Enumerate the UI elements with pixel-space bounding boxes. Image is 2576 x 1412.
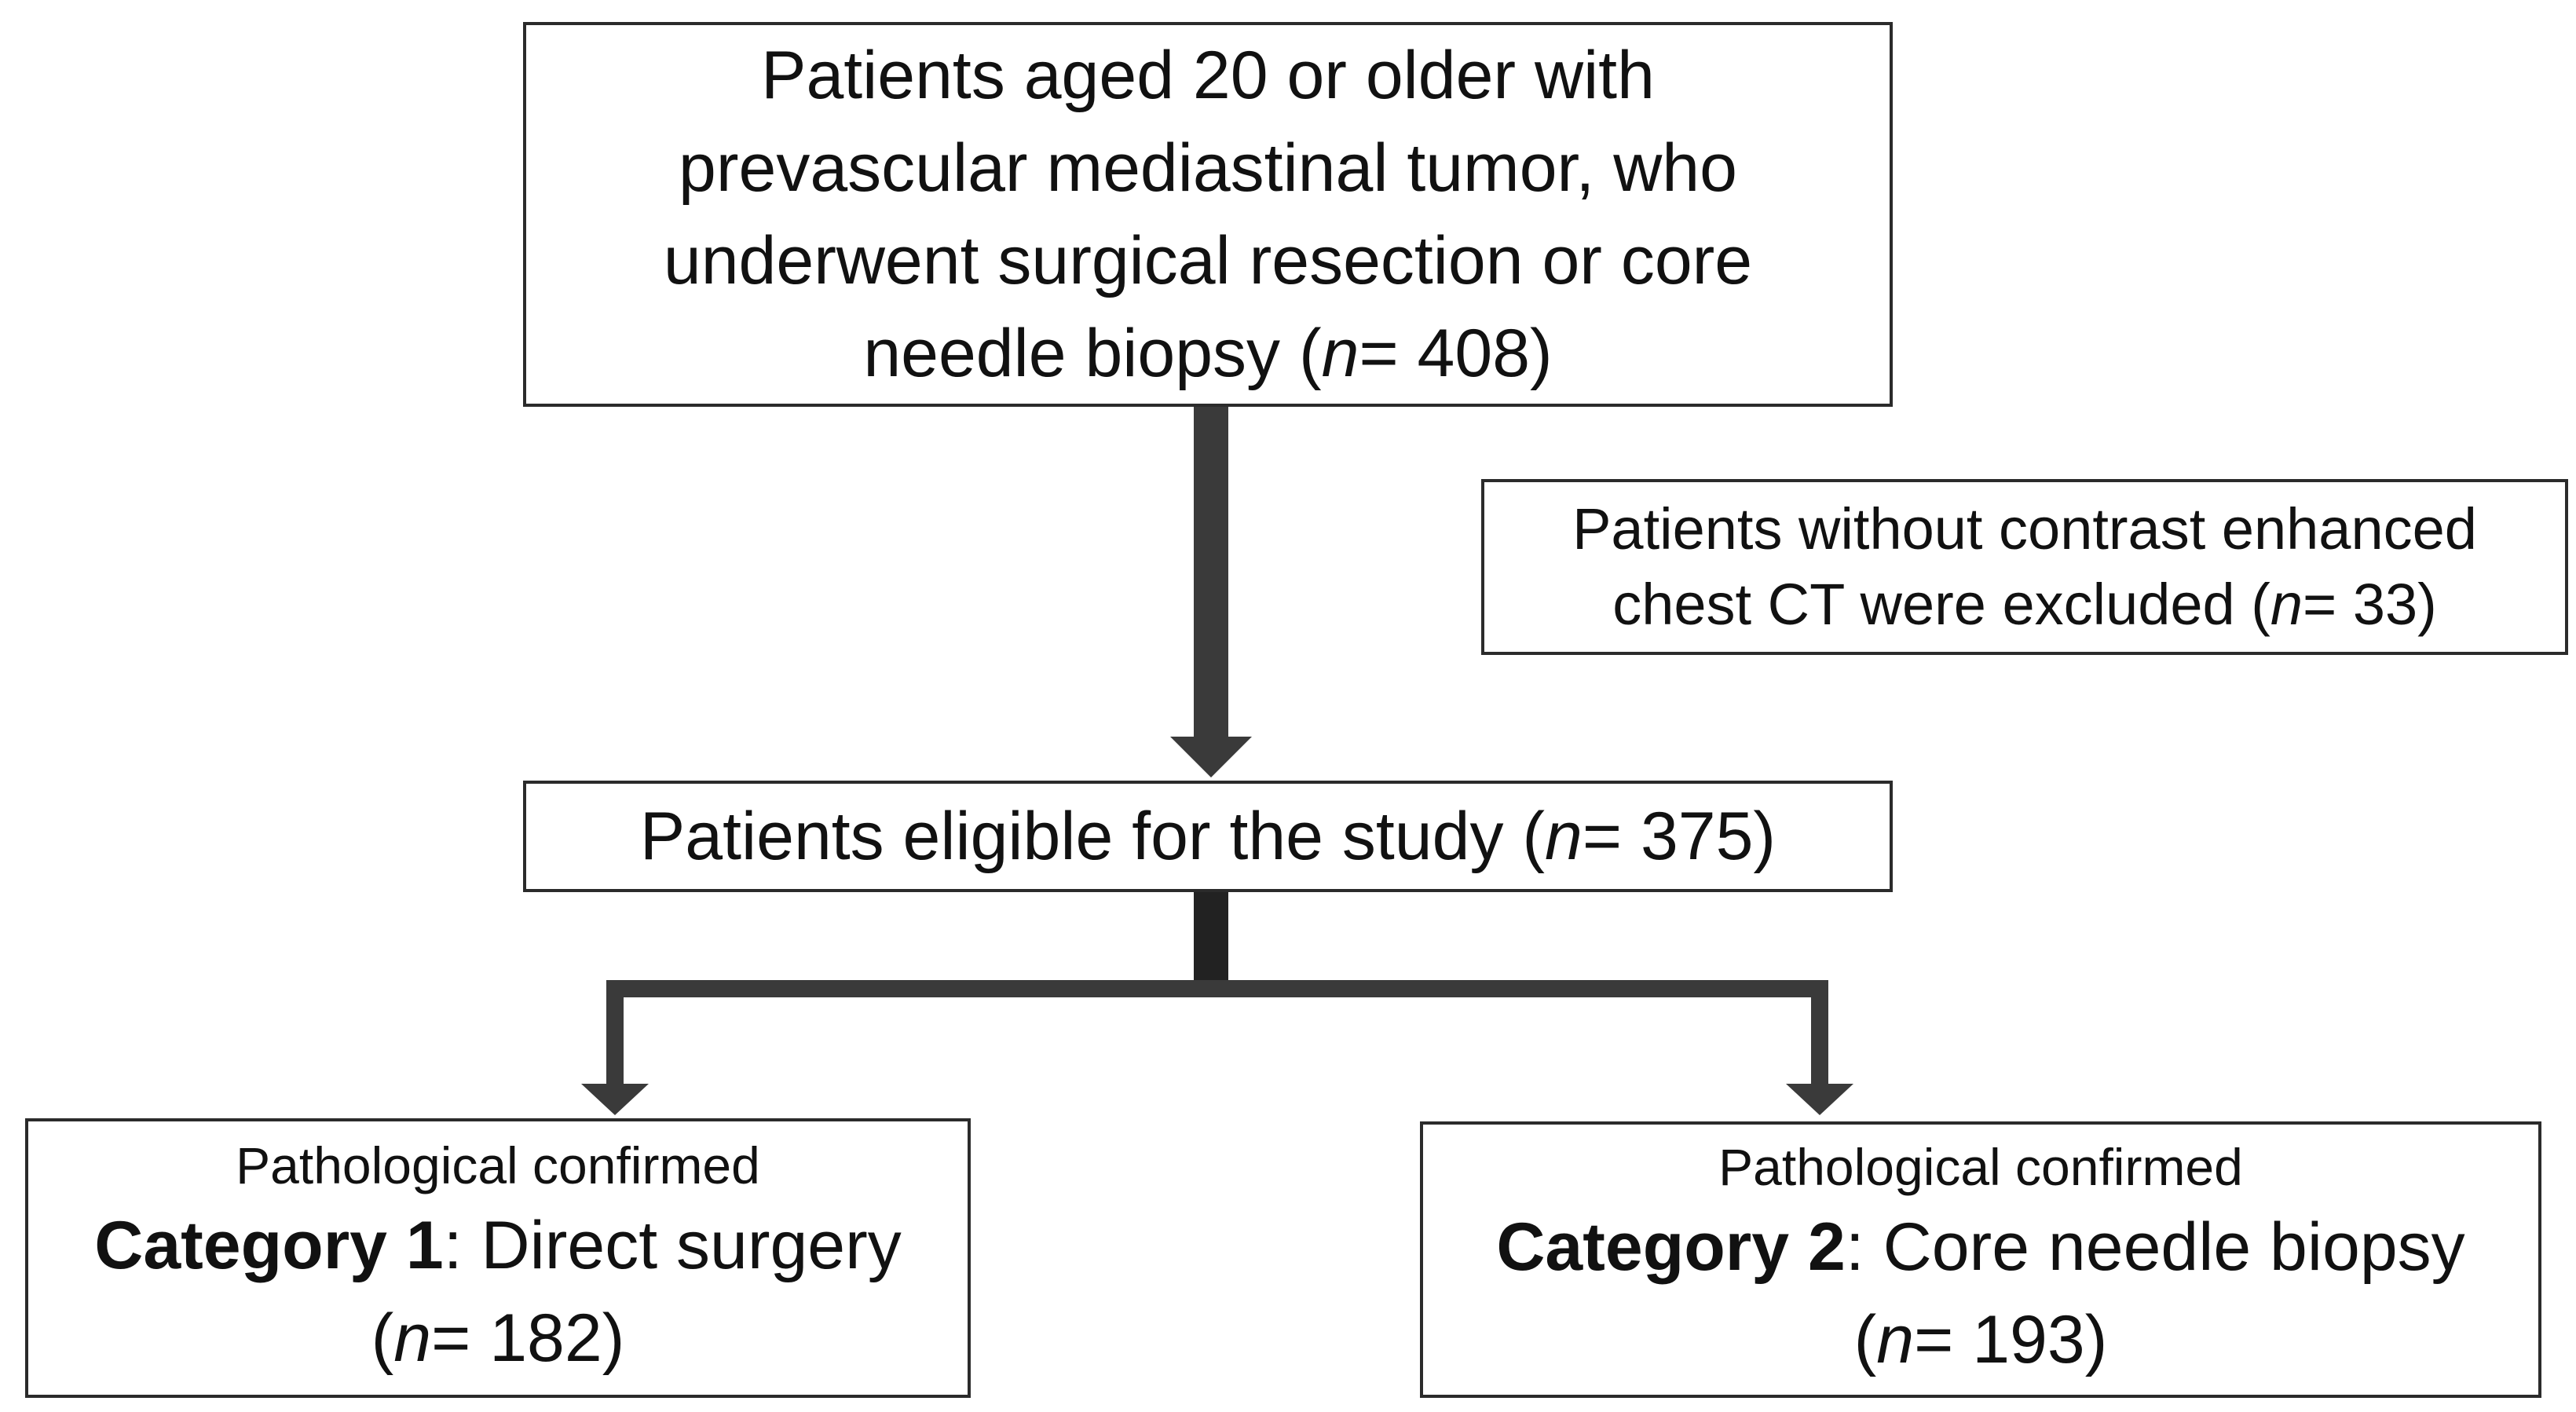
eligible-box-suffix: = 375)	[1582, 799, 1776, 874]
category-2-count-suffix: = 193)	[1914, 1302, 2108, 1377]
eligible-box: Patients eligible for the study (n= 375)	[523, 781, 1893, 892]
category-1-title: Category 1: Direct surgery	[94, 1199, 902, 1292]
excluded-box-line-2-suffix: = 33)	[2303, 572, 2437, 637]
category-1-box: Pathological confirmed Category 1: Direc…	[25, 1118, 971, 1398]
left-branch-shaft	[606, 980, 624, 1084]
category-2-box: Pathological confirmed Category 2: Core …	[1420, 1121, 2541, 1398]
category-2-title: Category 2: Core needle biopsy	[1496, 1201, 2464, 1293]
category-1-label: Category 1	[94, 1208, 444, 1283]
top-box-n-symbol: n	[1321, 316, 1359, 391]
top-box-line-3: underwent surgical resection or core	[663, 223, 1753, 298]
category-1-count-open: (	[371, 1300, 394, 1376]
top-box-line-1: Patients aged 20 or older with	[761, 38, 1655, 113]
eligible-box-text: Patients eligible for the study (n= 375)	[640, 790, 1776, 883]
excluded-box-line-2-prefix: chest CT were excluded (	[1612, 572, 2270, 637]
main-arrow-head	[1170, 737, 1252, 777]
category-1-count-suffix: = 182)	[431, 1300, 625, 1376]
top-box-line-4-prefix: needle biopsy (	[863, 316, 1322, 391]
category-1-subtitle: Pathological confirmed	[236, 1136, 760, 1194]
excluded-box: Patients without contrast enhanced chest…	[1481, 479, 2568, 655]
category-1-description: : Direct surgery	[443, 1208, 902, 1283]
category-1-n-symbol: n	[393, 1300, 432, 1376]
category-1-count: (n= 182)	[371, 1292, 625, 1385]
eligible-box-n-symbol: n	[1544, 799, 1583, 874]
top-box-line-2: prevascular mediastinal tumor, who	[679, 130, 1737, 206]
category-2-count: (n= 193)	[1854, 1293, 2108, 1386]
eligible-box-prefix: Patients eligible for the study (	[639, 799, 1545, 874]
split-bar	[606, 980, 1828, 997]
left-branch-head	[581, 1084, 649, 1115]
excluded-box-line-2: chest CT were excluded (n= 33)	[1612, 567, 2437, 642]
category-2-label: Category 2	[1496, 1209, 1846, 1285]
category-2-count-open: (	[1853, 1302, 1877, 1377]
category-2-n-symbol: n	[1876, 1302, 1915, 1377]
top-box: Patients aged 20 or older with prevascul…	[523, 22, 1893, 407]
category-2-description: : Core needle biopsy	[1845, 1209, 2465, 1285]
top-box-line-4: needle biopsy (n= 408)	[863, 307, 1552, 400]
right-branch-head	[1786, 1084, 1853, 1115]
split-stem	[1194, 892, 1228, 994]
excluded-box-line-1: Patients without contrast enhanced	[1572, 496, 2477, 562]
top-box-line-4-suffix: = 408)	[1359, 316, 1553, 391]
right-branch-shaft	[1811, 980, 1828, 1084]
main-arrow-shaft	[1194, 407, 1228, 737]
category-2-subtitle: Pathological confirmed	[1718, 1138, 2243, 1196]
excluded-box-n-symbol: n	[2270, 572, 2303, 637]
